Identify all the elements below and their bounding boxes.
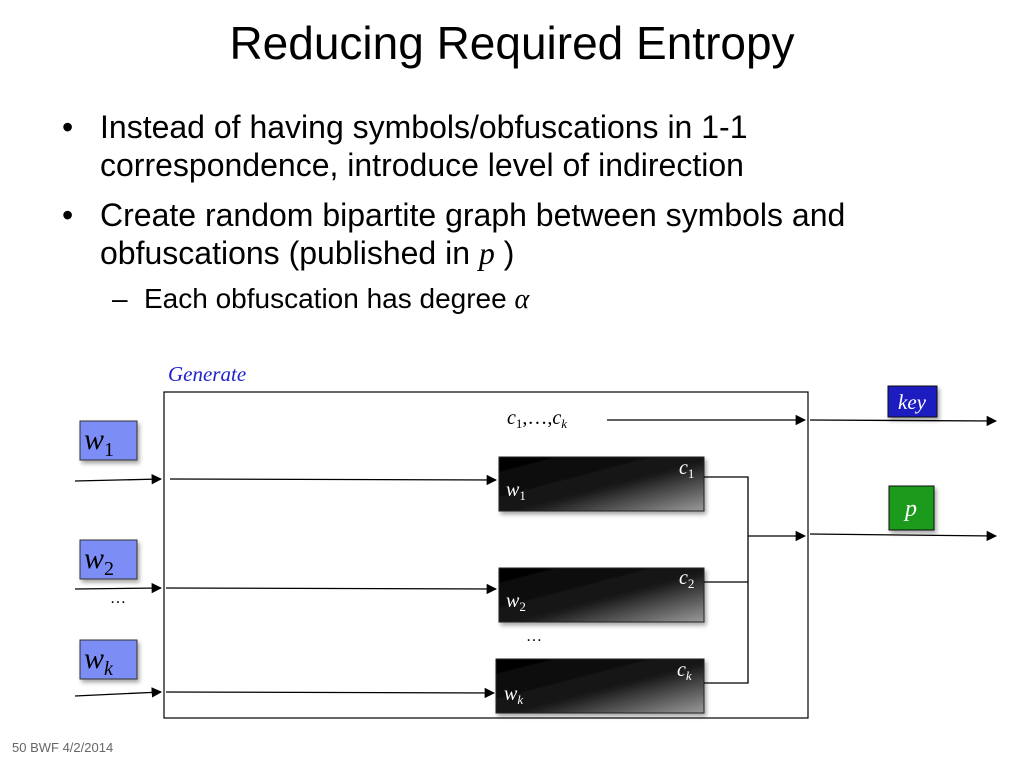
bullet-text-2: Create random bipartite graph between sy… — [100, 197, 846, 271]
bullet-dot-icon: • — [62, 109, 74, 145]
p-output-box — [888, 485, 935, 531]
internal-arrow-3 — [165, 687, 496, 699]
bullet-text-1: Instead of having symbols/obfuscations i… — [100, 109, 748, 183]
block-k-w-label: wk — [504, 683, 523, 707]
bullet-dot-icon: • — [62, 197, 74, 233]
block-1-w-label: w1 — [506, 479, 526, 503]
input-wk: wk — [79, 639, 138, 680]
obfuscation-block-k: ck wk — [495, 658, 705, 714]
sub-bullet-item: – Each obfuscation has degree α — [62, 282, 982, 317]
bullet-item-1: • Instead of having symbols/obfuscations… — [62, 108, 982, 184]
slide-title: Reducing Required Entropy — [229, 17, 795, 69]
key-output-arrow — [809, 415, 998, 427]
bullet-text-2-end: ) — [494, 235, 515, 271]
internal-arrow-1 — [169, 474, 498, 486]
block-k-c-label: ck — [677, 659, 692, 683]
input-ellipsis: … — [110, 590, 126, 607]
sub-bullet-var-alpha: α — [514, 284, 530, 315]
bullet-item-2: • Create random bipartite graph between … — [62, 196, 982, 272]
block-1-rect — [498, 456, 705, 512]
key-output-label: key — [898, 390, 927, 414]
sub-bullet-dash-icon: – — [112, 283, 128, 314]
input-w2-box — [79, 539, 138, 580]
generate-box — [163, 391, 809, 719]
input-w2: w2 — [79, 539, 138, 580]
p-output-label: p — [903, 496, 917, 522]
p-output-arrow — [809, 530, 998, 542]
block-2-w-label: w2 — [506, 590, 526, 614]
block-1-c-label: c1 — [679, 457, 694, 481]
collector-bracket — [704, 476, 749, 684]
input-w1-box — [79, 420, 138, 461]
input-wk-label: wk — [84, 642, 114, 680]
input-w1: w1 — [79, 420, 138, 461]
generate-label: Generate — [168, 362, 246, 386]
input-arrow-1 — [74, 474, 163, 485]
internal-arrow-2 — [165, 583, 498, 595]
slide-footer: 50 BWF 4/2/2014 — [12, 740, 114, 755]
input-arrow-3 — [74, 687, 163, 698]
bullet-var-p: p — [478, 235, 495, 271]
sub-bullet-text: Each obfuscation has degree — [144, 283, 515, 314]
block-2-c-label: c2 — [679, 567, 694, 591]
c-sequence-label: c1,…,ck — [507, 407, 567, 431]
block-ellipsis: … — [526, 628, 542, 645]
input-arrow-2 — [74, 582, 163, 594]
obfuscation-block-1: c1 w1 — [498, 456, 705, 512]
block-k-rect — [495, 658, 705, 714]
bullet-list: • Instead of having symbols/obfuscations… — [62, 108, 982, 317]
input-w1-label: w1 — [84, 423, 114, 461]
key-output-box — [887, 385, 938, 418]
input-wk-box — [79, 639, 138, 680]
block-2-rect — [498, 567, 705, 623]
obfuscation-block-2: c2 w2 — [498, 567, 705, 623]
input-w2-label: w2 — [84, 542, 114, 580]
